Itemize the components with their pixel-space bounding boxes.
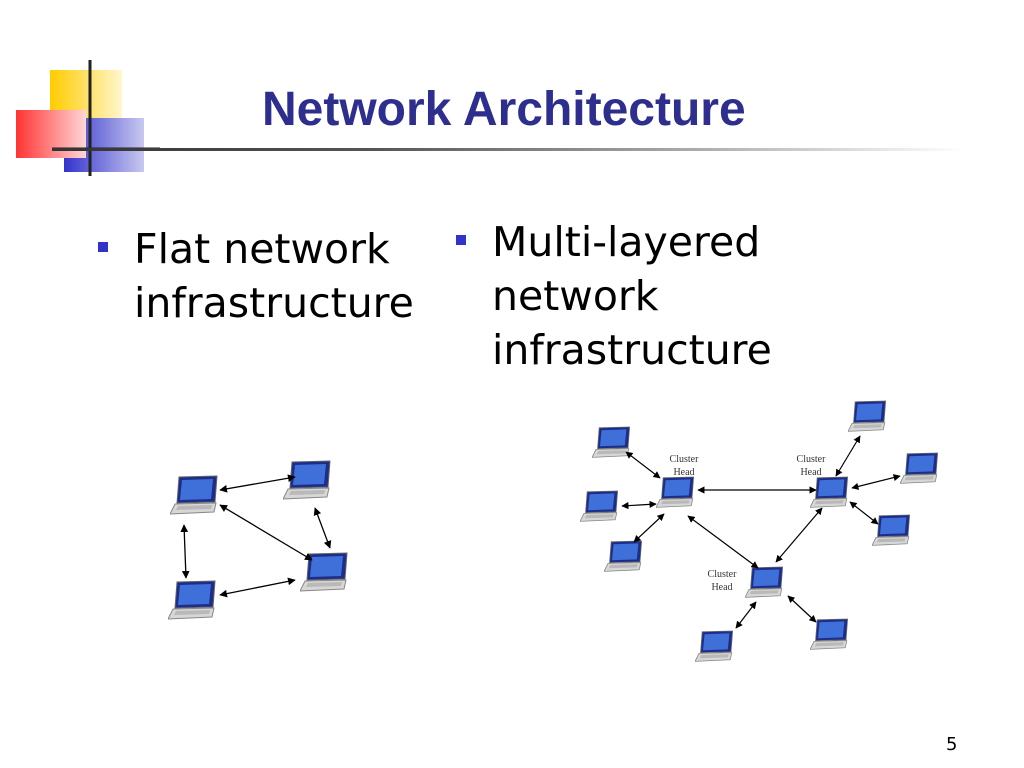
- cluster-head-label: Cluster: [797, 454, 827, 465]
- flat-network-diagram: [168, 460, 348, 620]
- slide-title: Network Architecture: [262, 83, 746, 136]
- cluster-head-laptop-icon: [656, 476, 695, 508]
- cluster-head-laptop-icon: [810, 476, 849, 508]
- bullet-multi-layered-network: Multi-layered network infrastructure: [456, 215, 816, 377]
- page-number: 5: [946, 734, 958, 755]
- double-arrow-icon: [633, 513, 665, 543]
- double-arrow-icon: [219, 474, 296, 493]
- double-arrow-icon: [735, 601, 757, 629]
- double-arrow-icon: [851, 474, 901, 490]
- double-arrow-icon: [621, 500, 657, 510]
- cluster-head-label: Cluster: [708, 569, 738, 580]
- laptop-icon: [283, 460, 331, 500]
- double-arrow-icon: [219, 504, 313, 561]
- laptop-icon: [300, 552, 348, 592]
- cluster-head-label: Cluster: [670, 454, 700, 465]
- cluster-head-laptop-icon: [745, 566, 784, 598]
- corner-decoration: [16, 60, 160, 176]
- bullet-flat-network: Flat network infrastructure: [98, 222, 428, 330]
- bullet-text: Multi-layered network infrastructure: [492, 218, 772, 374]
- laptop-icon: [695, 630, 734, 662]
- bullet-square-icon: [456, 235, 466, 245]
- laptop-icon: [604, 540, 643, 572]
- bullet-square-icon: [98, 242, 108, 252]
- cluster-head-label: Head: [800, 467, 821, 478]
- laptop-icon: [848, 400, 887, 432]
- title-underline: [52, 148, 964, 151]
- double-arrow-icon: [180, 524, 190, 579]
- laptop-icon: [580, 490, 619, 522]
- double-arrow-icon: [219, 577, 296, 598]
- double-arrow-icon: [775, 507, 823, 563]
- cluster-head-label: Head: [673, 467, 694, 478]
- double-arrow-icon: [625, 451, 661, 479]
- laptop-icon: [900, 452, 939, 484]
- laptop-icon: [810, 618, 849, 650]
- bullet-text: Flat network infrastructure: [134, 225, 414, 327]
- double-arrow-icon: [835, 435, 861, 477]
- double-arrow-icon: [849, 501, 879, 525]
- double-arrow-icon: [787, 595, 817, 623]
- laptop-icon: [592, 426, 631, 458]
- laptop-icon: [872, 514, 911, 546]
- laptop-icon: [168, 580, 216, 620]
- multi-layered-network-diagram: Cluster Head Cluster Head Cluster Head: [580, 400, 939, 662]
- double-arrow-icon: [687, 515, 759, 569]
- double-arrow-icon: [313, 507, 332, 549]
- laptop-icon: [170, 475, 218, 515]
- cluster-head-label: Head: [711, 582, 732, 593]
